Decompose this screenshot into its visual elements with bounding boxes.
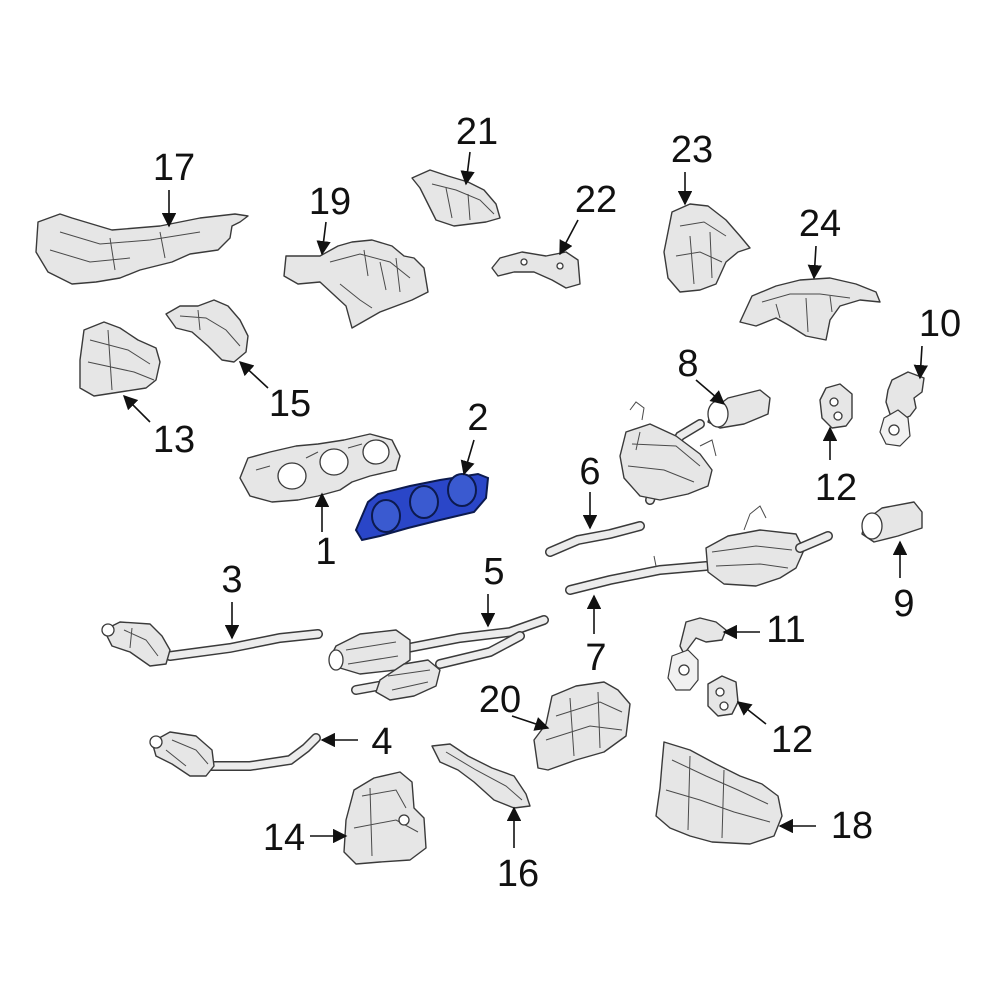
part-15-heat-shield[interactable] bbox=[165, 299, 249, 363]
part-19-heat-shield[interactable] bbox=[283, 239, 429, 329]
part-7-intermediate-pipe[interactable] bbox=[565, 505, 833, 595]
part-8-exhaust-tip[interactable] bbox=[707, 389, 771, 429]
part-23-heat-shield[interactable] bbox=[663, 203, 751, 293]
part-6-muffler-assembly[interactable] bbox=[545, 401, 717, 557]
callout-14: 14 bbox=[263, 817, 305, 859]
callout-18: 18 bbox=[831, 805, 873, 847]
callout-labels: 17 19 21 22 23 24 13 15 2 1 8 10 12 6 9 … bbox=[153, 111, 961, 895]
part-21-heat-shield[interactable] bbox=[411, 169, 501, 227]
part-11-hanger-bracket[interactable] bbox=[667, 617, 727, 691]
callout-20: 20 bbox=[479, 679, 521, 721]
callout-17: 17 bbox=[153, 147, 195, 189]
callout-7: 7 bbox=[585, 637, 606, 679]
callout-10: 10 bbox=[919, 303, 961, 345]
callout-3: 3 bbox=[221, 559, 242, 601]
callout-2: 2 bbox=[467, 397, 488, 439]
callout-12-lower: 12 bbox=[771, 719, 813, 761]
callout-8: 8 bbox=[677, 343, 698, 385]
part-20-heat-shield[interactable] bbox=[533, 681, 631, 771]
callout-13: 13 bbox=[153, 419, 195, 461]
part-1-exhaust-manifold[interactable] bbox=[239, 433, 401, 503]
callout-12-upper: 12 bbox=[815, 467, 857, 509]
callout-6: 6 bbox=[579, 451, 600, 493]
part-17-heat-shield[interactable] bbox=[35, 213, 249, 285]
callout-23: 23 bbox=[671, 129, 713, 171]
part-9-exhaust-tip[interactable] bbox=[861, 501, 923, 543]
part-3-front-pipe[interactable] bbox=[101, 621, 323, 667]
callout-15: 15 bbox=[269, 383, 311, 425]
callout-11: 11 bbox=[766, 609, 805, 651]
part-12-rubber-hanger-lower[interactable] bbox=[707, 675, 739, 717]
part-18-heat-shield[interactable] bbox=[655, 741, 783, 845]
callout-16: 16 bbox=[497, 853, 539, 895]
callout-1: 1 bbox=[315, 531, 336, 573]
part-10-hanger-bracket[interactable] bbox=[879, 371, 925, 447]
part-14-heat-shield[interactable] bbox=[343, 771, 427, 865]
callout-9: 9 bbox=[893, 583, 914, 625]
part-24-heat-shield[interactable] bbox=[739, 277, 881, 341]
part-16-heat-shield[interactable] bbox=[431, 743, 531, 809]
leader-lines bbox=[122, 151, 928, 848]
part-4-front-pipe[interactable] bbox=[149, 731, 321, 777]
part-5-y-pipe[interactable] bbox=[328, 615, 549, 701]
callout-22: 22 bbox=[575, 179, 617, 221]
part-12-rubber-hanger-upper[interactable] bbox=[819, 383, 853, 429]
part-2-manifold-gasket[interactable] bbox=[354, 472, 490, 542]
callout-19: 19 bbox=[309, 181, 351, 223]
callout-24: 24 bbox=[799, 203, 841, 245]
part-13-heat-shield[interactable] bbox=[79, 321, 161, 397]
callout-4: 4 bbox=[371, 721, 392, 763]
callout-5: 5 bbox=[483, 551, 504, 593]
callout-21: 21 bbox=[456, 111, 498, 153]
part-22-bracket[interactable] bbox=[491, 251, 581, 289]
